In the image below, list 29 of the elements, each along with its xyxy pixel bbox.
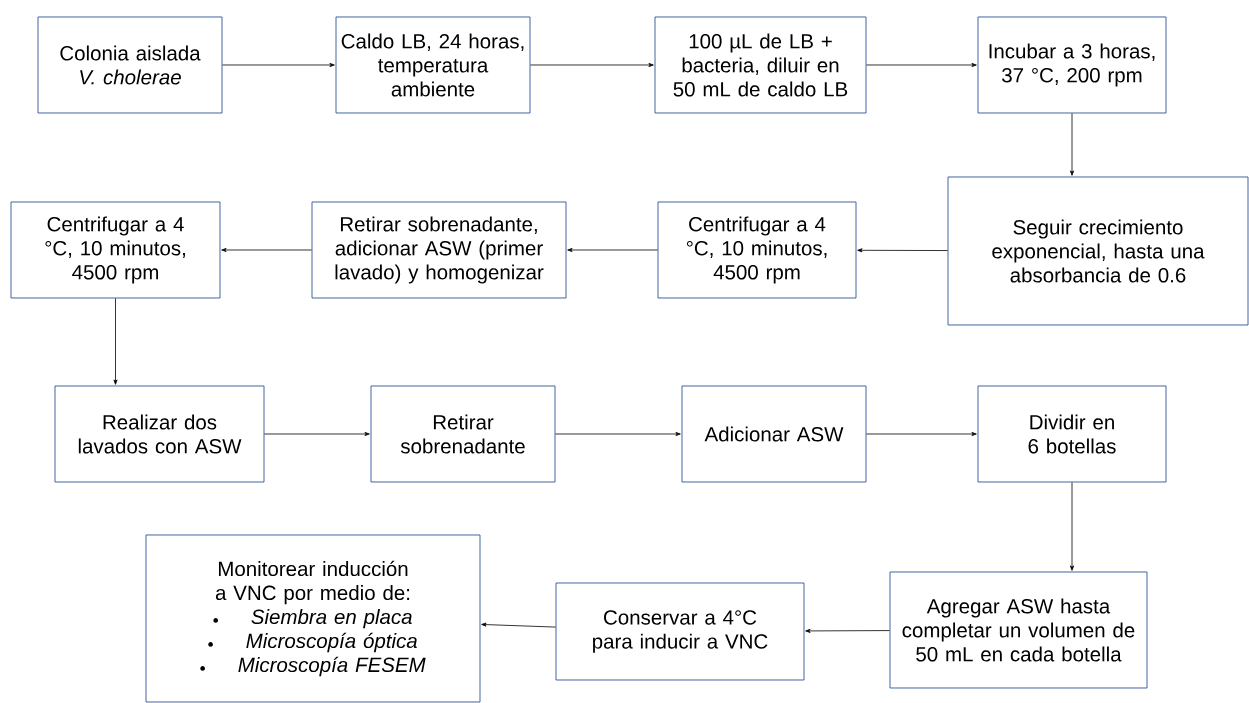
process-box: Conservar a 4°C para inducir a VNC — [555, 582, 805, 681]
process-box: Centrifugar a 4 °C, 10 minutos, 4500 rpm — [10, 201, 221, 299]
arrow — [221, 248, 312, 252]
arrow — [264, 432, 370, 436]
arrow — [866, 63, 977, 67]
arrow — [113, 298, 118, 385]
arrow — [1070, 113, 1074, 176]
arrow — [1070, 482, 1074, 571]
arrow — [530, 63, 654, 67]
process-box: Incubar a 3 horas, 37 °C, 200 rpm — [977, 16, 1167, 114]
process-box: 100 µL de LB + bacteria, diluir en 50 mL de caldo LB — [654, 16, 867, 114]
process-box: Retirar sobrenadante, adicionar ASW (primer lavado) y homogenizar — [311, 201, 567, 299]
process-box: Seguir crecimiento exponencial, hasta una absorbancia de 0.6 — [947, 176, 1249, 326]
arrow — [805, 628, 890, 633]
arrow — [481, 622, 556, 628]
process-box: Colonia aislada V. cholerae — [37, 16, 223, 114]
process-box: Centrifugar a 4 °C, 10 minutos, 4500 rpm — [657, 201, 857, 299]
arrow — [222, 63, 335, 67]
process-box: Agregar ASW hasta completar un volumen de 50 mL en cada botella — [889, 571, 1148, 689]
process-box: Monitorear inducción a VNC por medio de: Siembra en placa Microscopía óptica Microscopía FESEM — [145, 534, 481, 703]
process-box: Realizar dos lavados con ASW — [54, 385, 265, 483]
process-box: Retirar sobrenadante — [370, 385, 556, 483]
process-box: Caldo LB, 24 horas, temperatura ambiente — [335, 16, 531, 114]
arrow — [567, 248, 658, 252]
process-box: Dividir en 6 botellas — [977, 385, 1167, 483]
arrow — [555, 432, 681, 436]
arrow — [857, 248, 948, 253]
process-box: Adicionar ASW — [681, 385, 867, 483]
arrow — [866, 432, 977, 436]
